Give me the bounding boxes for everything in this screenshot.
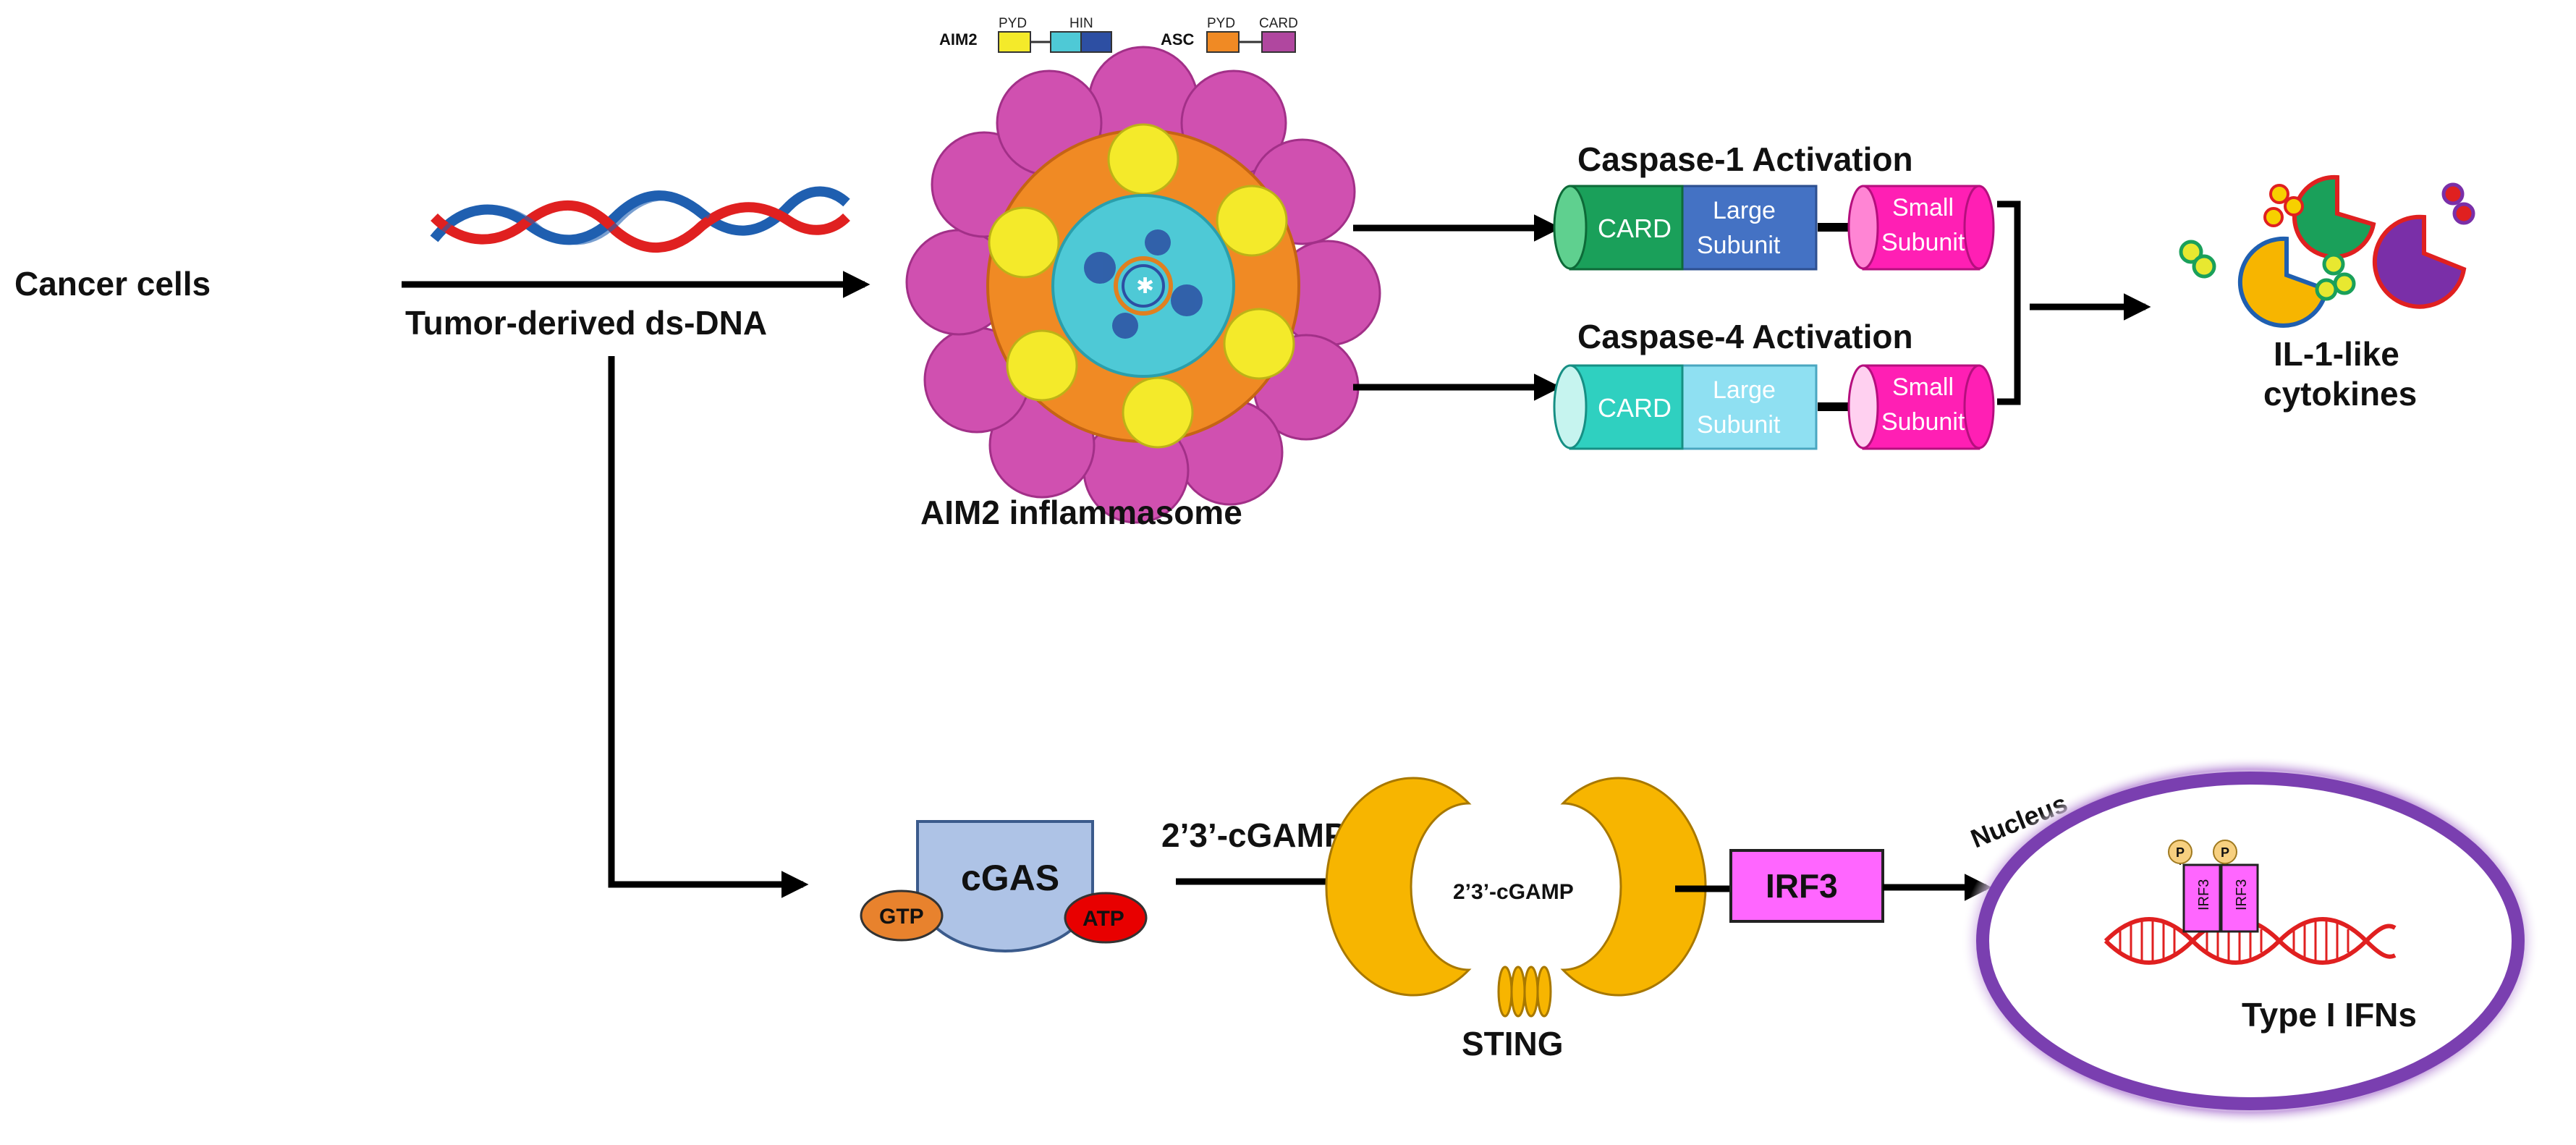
caspase4-small-subunit: Subunit <box>1881 408 1965 436</box>
cgas-enzyme: cGAS GTP ATP <box>860 820 1148 952</box>
cgamp-arrow-label: 2’3’-cGAMP <box>1161 816 1347 854</box>
legend-card: CARD <box>1259 16 1298 31</box>
caspase4-label: Caspase-4 Activation <box>1577 318 1913 355</box>
irf3-dimer-right: IRF3 <box>2234 879 2250 910</box>
sting-receptor: 2’3’-cGAMP <box>1325 777 1707 1018</box>
phospho-label-2: P <box>2221 845 2229 860</box>
aim2-inflammasome-structure: ✱ <box>905 46 1381 524</box>
il1-label: IL-1-like <box>2274 335 2399 373</box>
cytokines-label: cytokines <box>2263 375 2417 413</box>
gtp-label: GTP <box>879 905 924 929</box>
dna-to-cgas-arrow <box>608 356 809 898</box>
caspase1-label: Caspase-1 Activation <box>1577 140 1913 178</box>
legend-pyd2: PYD <box>1207 16 1235 31</box>
dna-helix-icon <box>430 186 850 253</box>
irf3-label: IRF3 <box>1766 867 1838 905</box>
phospho-label-1: P <box>2176 845 2185 860</box>
domain-legend: AIM2 PYD HIN ASC PYD CARD <box>939 16 1298 53</box>
caspase4-large: Large <box>1713 376 1776 404</box>
caspase-bracket <box>1997 200 2021 405</box>
irf3-dimer-left: IRF3 <box>2196 879 2212 910</box>
caspase4-small: Small <box>1892 373 1954 401</box>
caspase1-card: CARD <box>1598 214 1672 243</box>
cancer-cells-label: Cancer cells <box>14 265 211 303</box>
phospho-icon <box>2168 840 2192 864</box>
caspase1-small: Small <box>1892 194 1954 221</box>
nuclear-dna-icon <box>2103 917 2397 965</box>
caspase4-card: CARD <box>1598 393 1672 423</box>
atp-label: ATP <box>1082 907 1124 931</box>
caspase4-protein: CARD Large Subunit Small Subunit <box>1553 364 1995 450</box>
cgamp-inner-label: 2’3’-cGAMP <box>1453 880 1574 904</box>
legend-hin: HIN <box>1069 16 1093 31</box>
cytokines-icon <box>2179 174 2475 328</box>
irf3-dimer: IRF3 IRF3 P P <box>2168 840 2259 933</box>
caspase4-large-subunit: Subunit <box>1697 411 1781 439</box>
tumor-dna-label: Tumor-derived ds-DNA <box>405 304 767 342</box>
type1-ifns-label: Type I IFNs <box>2242 996 2417 1034</box>
irf3-box <box>1729 849 1884 923</box>
caspase1-large-subunit: Subunit <box>1697 232 1781 259</box>
legend-asc: ASC <box>1161 30 1195 48</box>
caspase1-protein: CARD Large Subunit Small Subunit <box>1553 185 1995 271</box>
sting-label: STING <box>1462 1025 1564 1062</box>
legend-pyd: PYD <box>999 16 1027 31</box>
phospho-icon <box>2213 840 2237 864</box>
caspase1-small-subunit: Subunit <box>1881 229 1965 256</box>
aim2-inflammasome-label: AIM2 inflammasome <box>920 494 1242 531</box>
caspase1-large: Large <box>1713 197 1776 224</box>
asterisk-icon: ✱ <box>1136 274 1154 298</box>
cgas-label: cGAS <box>961 858 1059 898</box>
legend-aim2: AIM2 <box>939 30 978 48</box>
